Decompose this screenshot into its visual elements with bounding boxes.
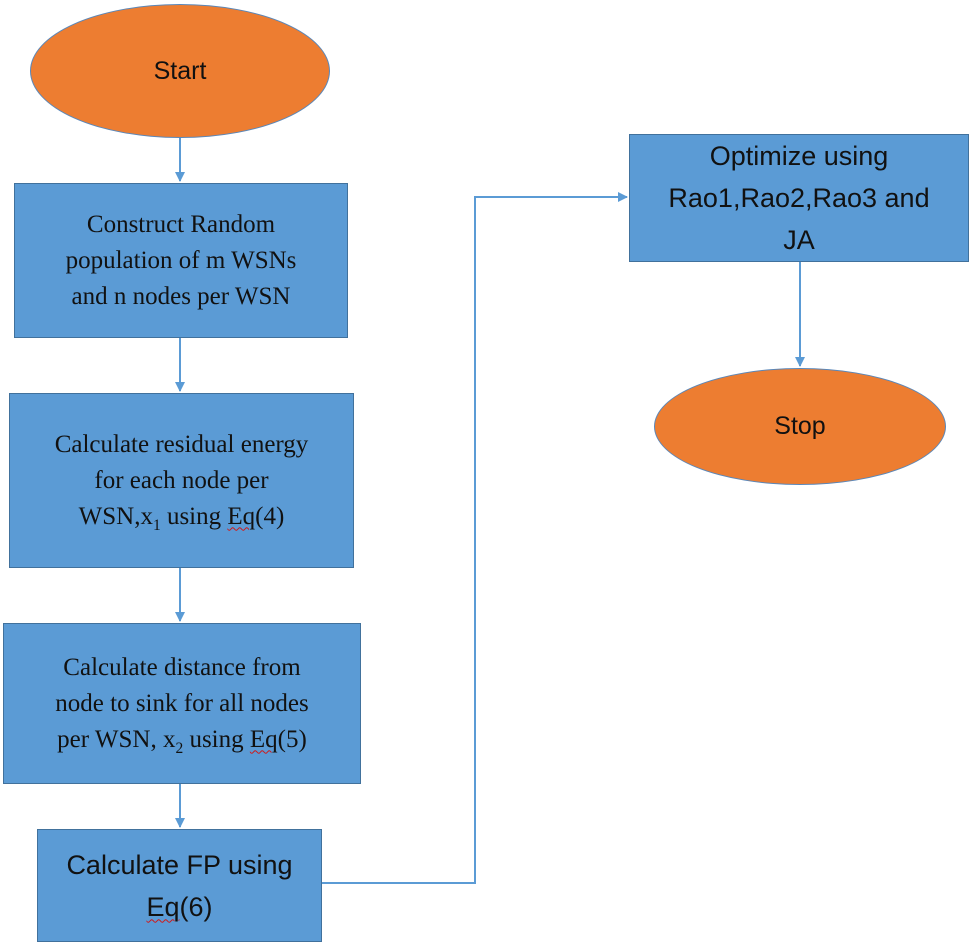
stop-label: Stop — [774, 412, 826, 440]
optimize-line-1: Optimize using — [709, 141, 889, 171]
optimize-line-3: JA — [783, 225, 815, 255]
construct-population-box: Construct Random population of m WSNs an… — [14, 183, 348, 338]
arrow-fp-to-optimize — [322, 192, 628, 884]
optimize-box: Optimize using Rao1,Rao2,Rao3 and JA — [629, 134, 969, 262]
residual-energy-box: Calculate residual energy for each node … — [9, 393, 354, 568]
residual-line-3-using: using — [160, 502, 228, 530]
distance-line-1: Calculate distance from — [63, 653, 301, 681]
distance-to-sink-box: Calculate distance from node to sink for… — [3, 623, 361, 784]
distance-line-3-text: per WSN, x — [57, 725, 176, 753]
fp-eq-number: (6) — [179, 891, 213, 922]
construct-line-3: and n nodes per WSN — [71, 282, 291, 310]
fp-line-2: Eq(6) — [66, 886, 292, 928]
distance-eq-number: (5) — [277, 725, 307, 753]
stop-node: Stop — [654, 368, 946, 485]
fp-eq-text: Eq — [146, 891, 180, 922]
distance-line-3: per WSN, x2 using Eq(5) — [55, 722, 308, 758]
residual-eq-text: Eq — [227, 502, 256, 530]
fp-line-1: Calculate FP using — [66, 849, 293, 880]
residual-line-2: for each node per — [94, 466, 269, 494]
construct-line-1: Construct Random — [86, 210, 276, 238]
residual-line-3: WSN,x1 using Eq(4) — [55, 499, 309, 535]
start-label: Start — [153, 56, 207, 85]
calculate-fp-box: Calculate FP using Eq(6) — [37, 829, 322, 942]
residual-line-1: Calculate residual energy — [54, 430, 309, 458]
distance-eq-text: Eq — [249, 725, 278, 753]
residual-eq-number: (4) — [255, 502, 285, 530]
residual-subscript: 1 — [152, 516, 161, 534]
construct-line-2: population of m WSNs — [65, 246, 297, 274]
distance-subscript: 2 — [175, 739, 184, 757]
distance-line-3-using: using — [183, 725, 250, 753]
distance-line-2: node to sink for all nodes — [55, 689, 309, 717]
residual-line-3-text: WSN,x — [78, 502, 153, 530]
start-node: Start — [30, 4, 330, 138]
optimize-line-2: Rao1,Rao2,Rao3 and — [668, 183, 930, 213]
